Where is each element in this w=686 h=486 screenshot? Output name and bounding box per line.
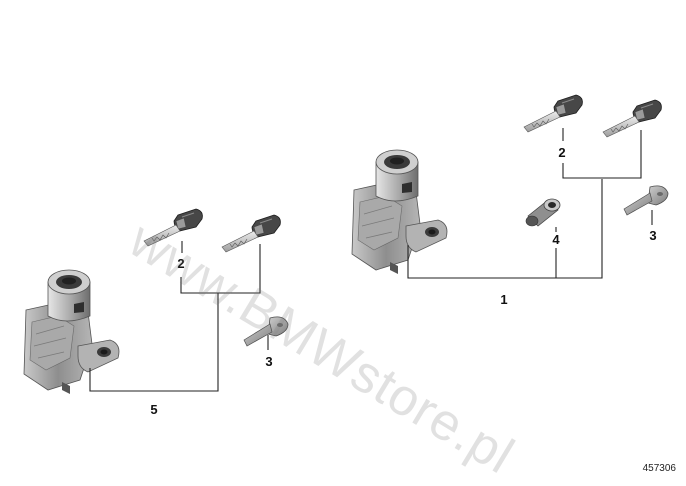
ignition-lock-left-image <box>23 269 120 395</box>
callout-4: 4 <box>552 232 560 247</box>
leader-line-1 <box>407 179 603 279</box>
leader-line-5 <box>89 293 219 392</box>
callout-3-right: 3 <box>649 228 656 243</box>
key-right-a-image <box>523 94 583 133</box>
callout-2-left: 2 <box>177 256 184 271</box>
leader-line-2-right <box>562 130 642 179</box>
diagram-number: 457306 <box>642 463 676 474</box>
callout-3-left: 3 <box>265 354 272 369</box>
leader-line-2-left <box>180 244 261 294</box>
key-left-a-image <box>143 208 203 247</box>
blank-key-left-image <box>243 316 289 347</box>
key-right-b-image <box>602 99 662 138</box>
lock-cylinder-image <box>525 198 561 227</box>
callout-5: 5 <box>150 402 157 417</box>
blank-key-right-image <box>623 185 669 216</box>
key-left-b-image <box>221 214 281 253</box>
ignition-lock-right-image <box>351 149 448 275</box>
callout-1: 1 <box>500 292 507 307</box>
callout-2-right: 2 <box>558 145 565 160</box>
